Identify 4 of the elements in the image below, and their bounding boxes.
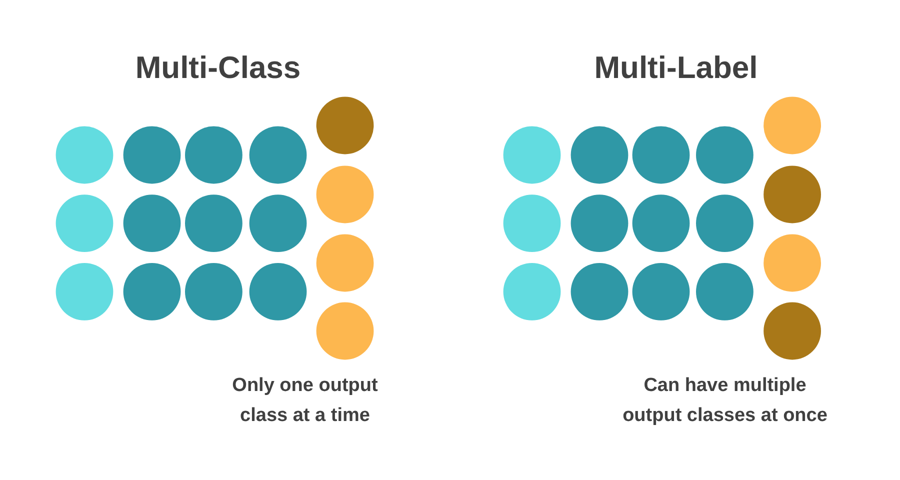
caption-text: Can have multiple output classes at once bbox=[622, 374, 828, 428]
panel-title: Multi-Label bbox=[593, 49, 759, 87]
caption-text: Only one output class at a time bbox=[231, 374, 379, 428]
panel-title: Multi-Class bbox=[134, 49, 302, 87]
